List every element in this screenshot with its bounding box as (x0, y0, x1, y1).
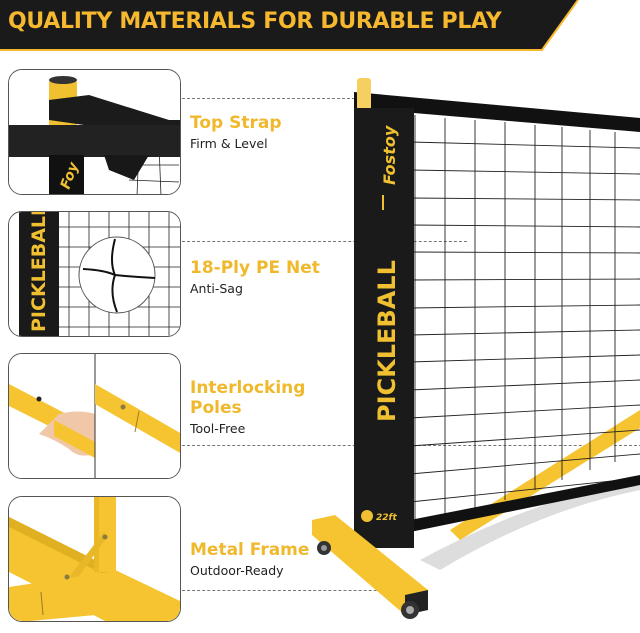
pickleball-net-product-image: Fostoy PICKLEBALL 22ft (300, 70, 640, 629)
size-label: 22ft (376, 513, 397, 523)
divider-line (182, 241, 467, 242)
feature-metal-frame: Metal Frame Outdoor-Ready (190, 540, 309, 578)
strap-closeup-image: Foy (8, 69, 181, 195)
feature-pe-net: 18-Ply PE Net Anti-Sag (190, 258, 320, 296)
net-closeup-image: PICKLEBALL (8, 211, 181, 337)
feature-top-strap: Top Strap Firm & Level (190, 113, 282, 151)
feature-title: Top Strap (190, 113, 282, 133)
svg-text:PICKLEBALL: PICKLEBALL (28, 212, 50, 332)
feature-subtitle: Anti-Sag (190, 281, 243, 296)
feature-title: 18-Ply PE Net (190, 258, 320, 278)
divider-line (182, 590, 402, 591)
divider-line (182, 98, 360, 99)
feature-title-line2: Poles (190, 398, 242, 418)
feature-title-line1: Interlocking (190, 378, 306, 398)
feature-interlocking-poles: Interlocking Poles Tool-Free (190, 378, 305, 436)
poles-closeup-image (8, 353, 181, 479)
frame-closeup-image (8, 496, 181, 622)
header-banner: QUALITY MATERIALS FOR DURABLE PLAY (0, 0, 640, 52)
banner-title: QUALITY MATERIALS FOR DURABLE PLAY (8, 9, 502, 34)
feature-subtitle: Tool-Free (190, 421, 246, 436)
feature-title: Metal Frame (190, 540, 310, 560)
banner-shape (0, 0, 579, 51)
pickleball-label: PICKLEBALL (373, 260, 401, 422)
feature-subtitle: Outdoor-Ready (190, 563, 284, 578)
feature-subtitle: Firm & Level (190, 136, 268, 151)
brand-logo: Fostoy (380, 125, 399, 185)
